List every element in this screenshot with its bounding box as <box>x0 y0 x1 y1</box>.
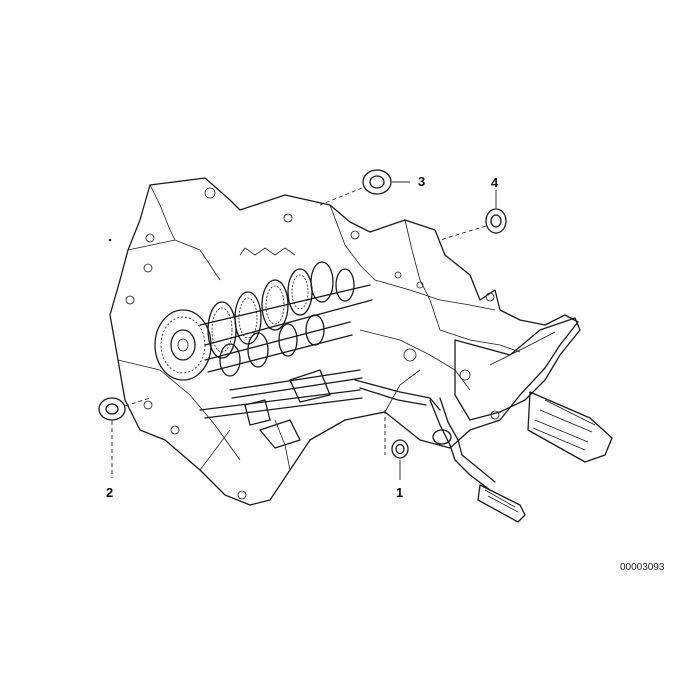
callout-item-2[interactable]: 2 <box>106 485 114 500</box>
catalog-number: 00003093 <box>620 562 665 573</box>
callout-item-1[interactable]: 1 <box>396 485 404 500</box>
seal-ring-3-illustration <box>319 169 410 206</box>
seal-ring-1-illustration <box>384 410 409 480</box>
leader-dot <box>108 238 112 242</box>
gearbox-housing <box>109 177 579 506</box>
callout-item-4[interactable]: 4 <box>491 175 499 190</box>
shift-mechanism <box>199 369 441 449</box>
callout-item-3[interactable]: 3 <box>418 174 426 189</box>
footrest-assembly <box>454 317 613 463</box>
seal-ring-4-illustration <box>439 190 507 241</box>
seal-ring-2-illustration <box>98 397 151 478</box>
gear-cluster <box>154 247 373 381</box>
gear-shift-lever <box>429 397 526 523</box>
